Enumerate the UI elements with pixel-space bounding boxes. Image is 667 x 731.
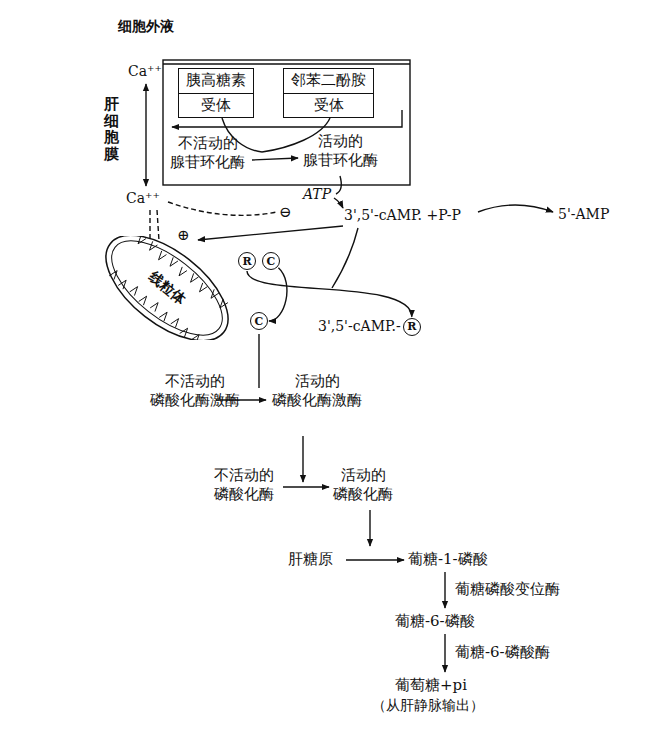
- enzyme-label: 不活动的 腺苷环化酶: [170, 134, 245, 172]
- arrow-line: [302, 436, 303, 482]
- arrow-line: [444, 634, 445, 672]
- receptor-box: 胰高糖素受体: [178, 68, 254, 118]
- hormone-name: 胰高糖素: [179, 69, 253, 93]
- arrow-line: [332, 228, 358, 288]
- ion-label: Ca⁺⁺: [126, 190, 160, 208]
- membrane-label: 肝细胞膜: [104, 96, 119, 162]
- complex-label: 3',5'-cAMP.-: [318, 318, 401, 336]
- hormone-name: 邻苯二酚胺: [284, 69, 373, 93]
- receptor-name: 受体: [284, 93, 373, 118]
- metabolite-label: 葡糖-1-磷酸: [408, 550, 488, 569]
- inhibit-sign: ⊖: [279, 203, 292, 222]
- arrow-line: [369, 510, 370, 546]
- inhibit-line: [168, 202, 277, 215]
- subunit-letter: C: [267, 256, 276, 267]
- heading-label: 细胞外液: [118, 18, 174, 36]
- substrate-label: ATP: [303, 186, 331, 204]
- enzyme-label: 活动的 磷酸化酶: [333, 466, 393, 504]
- ion-label: Ca⁺⁺: [128, 63, 162, 81]
- receptor-name: 受体: [179, 93, 253, 118]
- arrow-line: [444, 572, 445, 608]
- product-label: 5'-AMP: [558, 206, 609, 224]
- line-art: [247, 268, 412, 321]
- subunit-circle: R: [238, 252, 256, 270]
- arrow-line: [283, 486, 329, 487]
- subunit-circle: R: [403, 318, 421, 336]
- enzyme-label: 葡糖磷酸变位酶: [455, 580, 560, 599]
- arrow-line: [198, 226, 343, 240]
- membrane-line: [163, 63, 410, 64]
- metabolite-label: 葡萄糖+pi: [395, 676, 467, 695]
- enzyme-label: 不活动的 磷酸化酶: [214, 466, 274, 504]
- arrow-line: [336, 176, 341, 194]
- metabolite-label: 肝糖原: [288, 550, 333, 569]
- note-label: （从肝静脉输出）: [372, 697, 484, 715]
- connector-curve: [269, 268, 287, 321]
- arrow-line: [258, 334, 259, 388]
- mitochondrion: 线粒体: [92, 236, 242, 340]
- subunit-letter: R: [407, 321, 416, 332]
- calcium-arrow: [145, 84, 146, 186]
- enzyme-label: 不活动的 磷酸化酶激酶: [150, 372, 240, 410]
- subunit-circle: C: [262, 252, 280, 270]
- enzyme-label: 葡糖-6-磷酸酶: [455, 643, 550, 662]
- subunit-letter: R: [242, 256, 251, 267]
- arrow-line: [252, 158, 298, 160]
- activate-sign: ⊕: [177, 226, 190, 245]
- arrow-line: [478, 205, 553, 212]
- cell-membrane: [163, 60, 410, 185]
- cristae: [108, 236, 229, 340]
- enzyme-label: 活动的 磷酸化酶激酶: [272, 372, 362, 410]
- subunit-letter: C: [255, 316, 264, 327]
- enzyme-label: 活动的 腺苷环化酶: [303, 132, 378, 170]
- receptor-box: 邻苯二酚胺受体: [283, 68, 374, 118]
- subunit-circle: C: [250, 312, 268, 330]
- metabolite-label: 葡糖-6-磷酸: [395, 612, 475, 631]
- product-label: 3',5'-cAMP. +P-P: [344, 207, 461, 225]
- arrow-line: [346, 559, 404, 560]
- inner-membrane: [97, 236, 238, 340]
- outer-membrane: [92, 236, 242, 340]
- connector-curve: [247, 271, 412, 317]
- arrow-line: [334, 198, 343, 208]
